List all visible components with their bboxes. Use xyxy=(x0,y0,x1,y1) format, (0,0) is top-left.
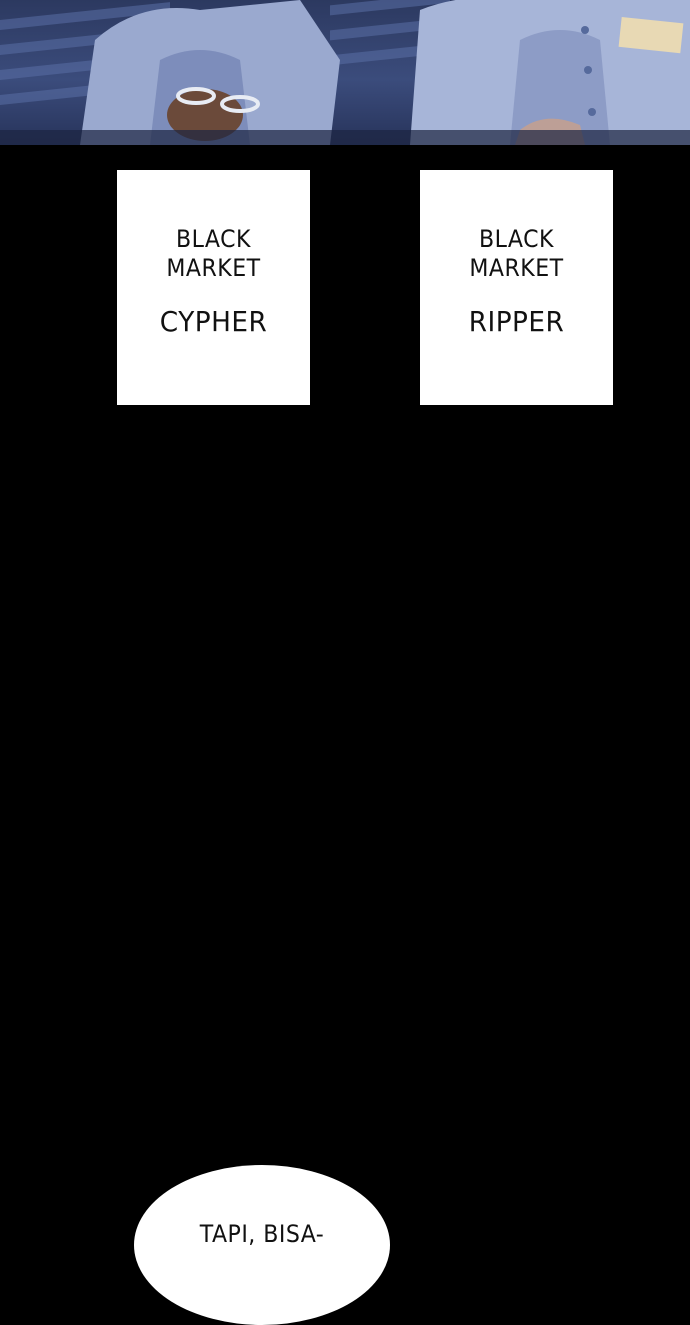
caption-box-ripper: BLACK MARKET RIPPER xyxy=(420,170,613,405)
caption-line-1: BLACK xyxy=(176,225,251,253)
handcuffs xyxy=(176,87,260,113)
caption-line-1: BLACK xyxy=(479,225,554,253)
caption-line-2: MARKET xyxy=(166,254,261,282)
speech-bubble-text: TAPI, BISA- xyxy=(199,1220,325,1248)
caption-line-2: MARKET xyxy=(469,254,564,282)
caption-name: RIPPER xyxy=(468,305,565,338)
caption-name: CYPHER xyxy=(159,305,268,338)
caption-box-cypher: BLACK MARKET CYPHER xyxy=(117,170,310,405)
shirt-buttons xyxy=(581,26,596,116)
comic-panel-illustration xyxy=(0,0,690,145)
speech-bubble: TAPI, BISA- xyxy=(134,1165,390,1325)
prisoners-artwork xyxy=(0,0,690,145)
pocket-label xyxy=(618,16,684,54)
